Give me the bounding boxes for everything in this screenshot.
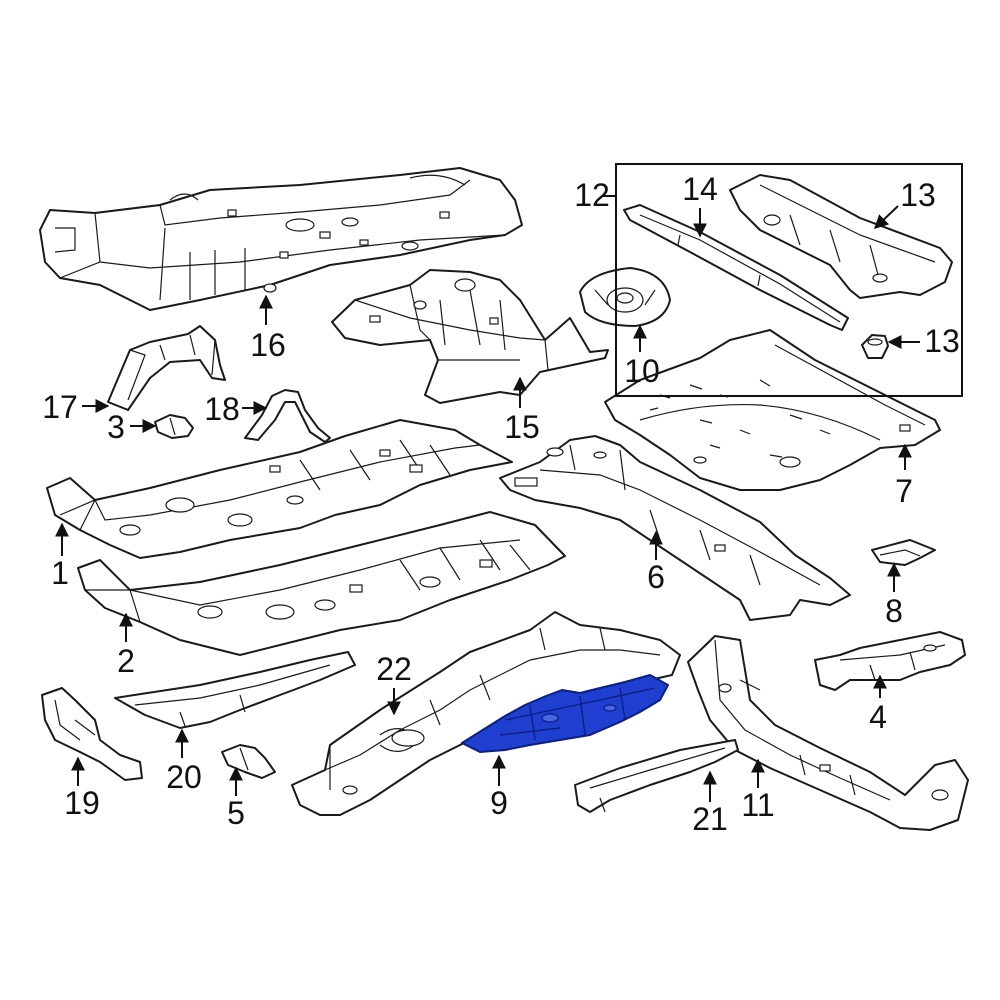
part-front-bracket[interactable] [41, 687, 143, 781]
part-small-bracket[interactable] [221, 744, 276, 779]
part-lower-floor-pan[interactable] [77, 511, 566, 656]
part-9-highlighted[interactable] [461, 674, 669, 753]
callout-5: 5 [227, 795, 245, 831]
part-center-rail[interactable] [499, 435, 851, 621]
part-side-sill[interactable] [114, 651, 356, 729]
part-nut[interactable] [861, 334, 889, 359]
part-mounting-bracket[interactable] [107, 325, 226, 411]
callout-21: 21 [692, 801, 728, 837]
callout-14: 14 [682, 171, 718, 207]
part-front-floor-pan[interactable] [46, 419, 513, 559]
part-small-plate[interactable] [871, 539, 936, 566]
callout-10: 10 [624, 353, 660, 389]
callout-13-nut: 13 [924, 323, 960, 359]
part-cup-bracket[interactable] [579, 267, 671, 327]
callout-18: 18 [204, 391, 240, 427]
part-upper-panel[interactable] [729, 174, 953, 299]
part-rear-side-member[interactable] [687, 635, 969, 831]
part-dash-panel[interactable] [39, 167, 523, 311]
leader-13a [873, 205, 899, 229]
callout-9: 9 [490, 785, 508, 821]
part-upper-crossbar[interactable] [623, 204, 849, 331]
part-front-crossmember[interactable] [331, 269, 609, 404]
part-wire-bracket[interactable] [244, 389, 331, 443]
callout-1: 1 [51, 555, 69, 591]
callout-8: 8 [885, 593, 903, 629]
callout-17: 17 [42, 389, 78, 425]
callout-6: 6 [647, 559, 665, 595]
callout-4: 4 [869, 699, 887, 735]
callout-13-panel: 13 [900, 177, 936, 213]
callout-3: 3 [107, 409, 125, 445]
callout-15: 15 [504, 409, 540, 445]
callout-7: 7 [895, 473, 913, 509]
callout-20: 20 [166, 759, 202, 795]
callout-22: 22 [376, 651, 412, 687]
assembly-group-box [615, 163, 963, 397]
callout-12: 12 [574, 177, 610, 213]
callout-16: 16 [250, 327, 286, 363]
callout-2: 2 [117, 643, 135, 679]
part-rear-floor-pan[interactable] [604, 329, 941, 491]
callout-19: 19 [64, 785, 100, 821]
part-reinforcement[interactable] [574, 739, 739, 813]
part-side-member[interactable] [291, 611, 681, 816]
callout-11: 11 [741, 787, 774, 823]
part-clip[interactable] [154, 414, 194, 439]
part-side-bracket[interactable] [814, 631, 966, 691]
